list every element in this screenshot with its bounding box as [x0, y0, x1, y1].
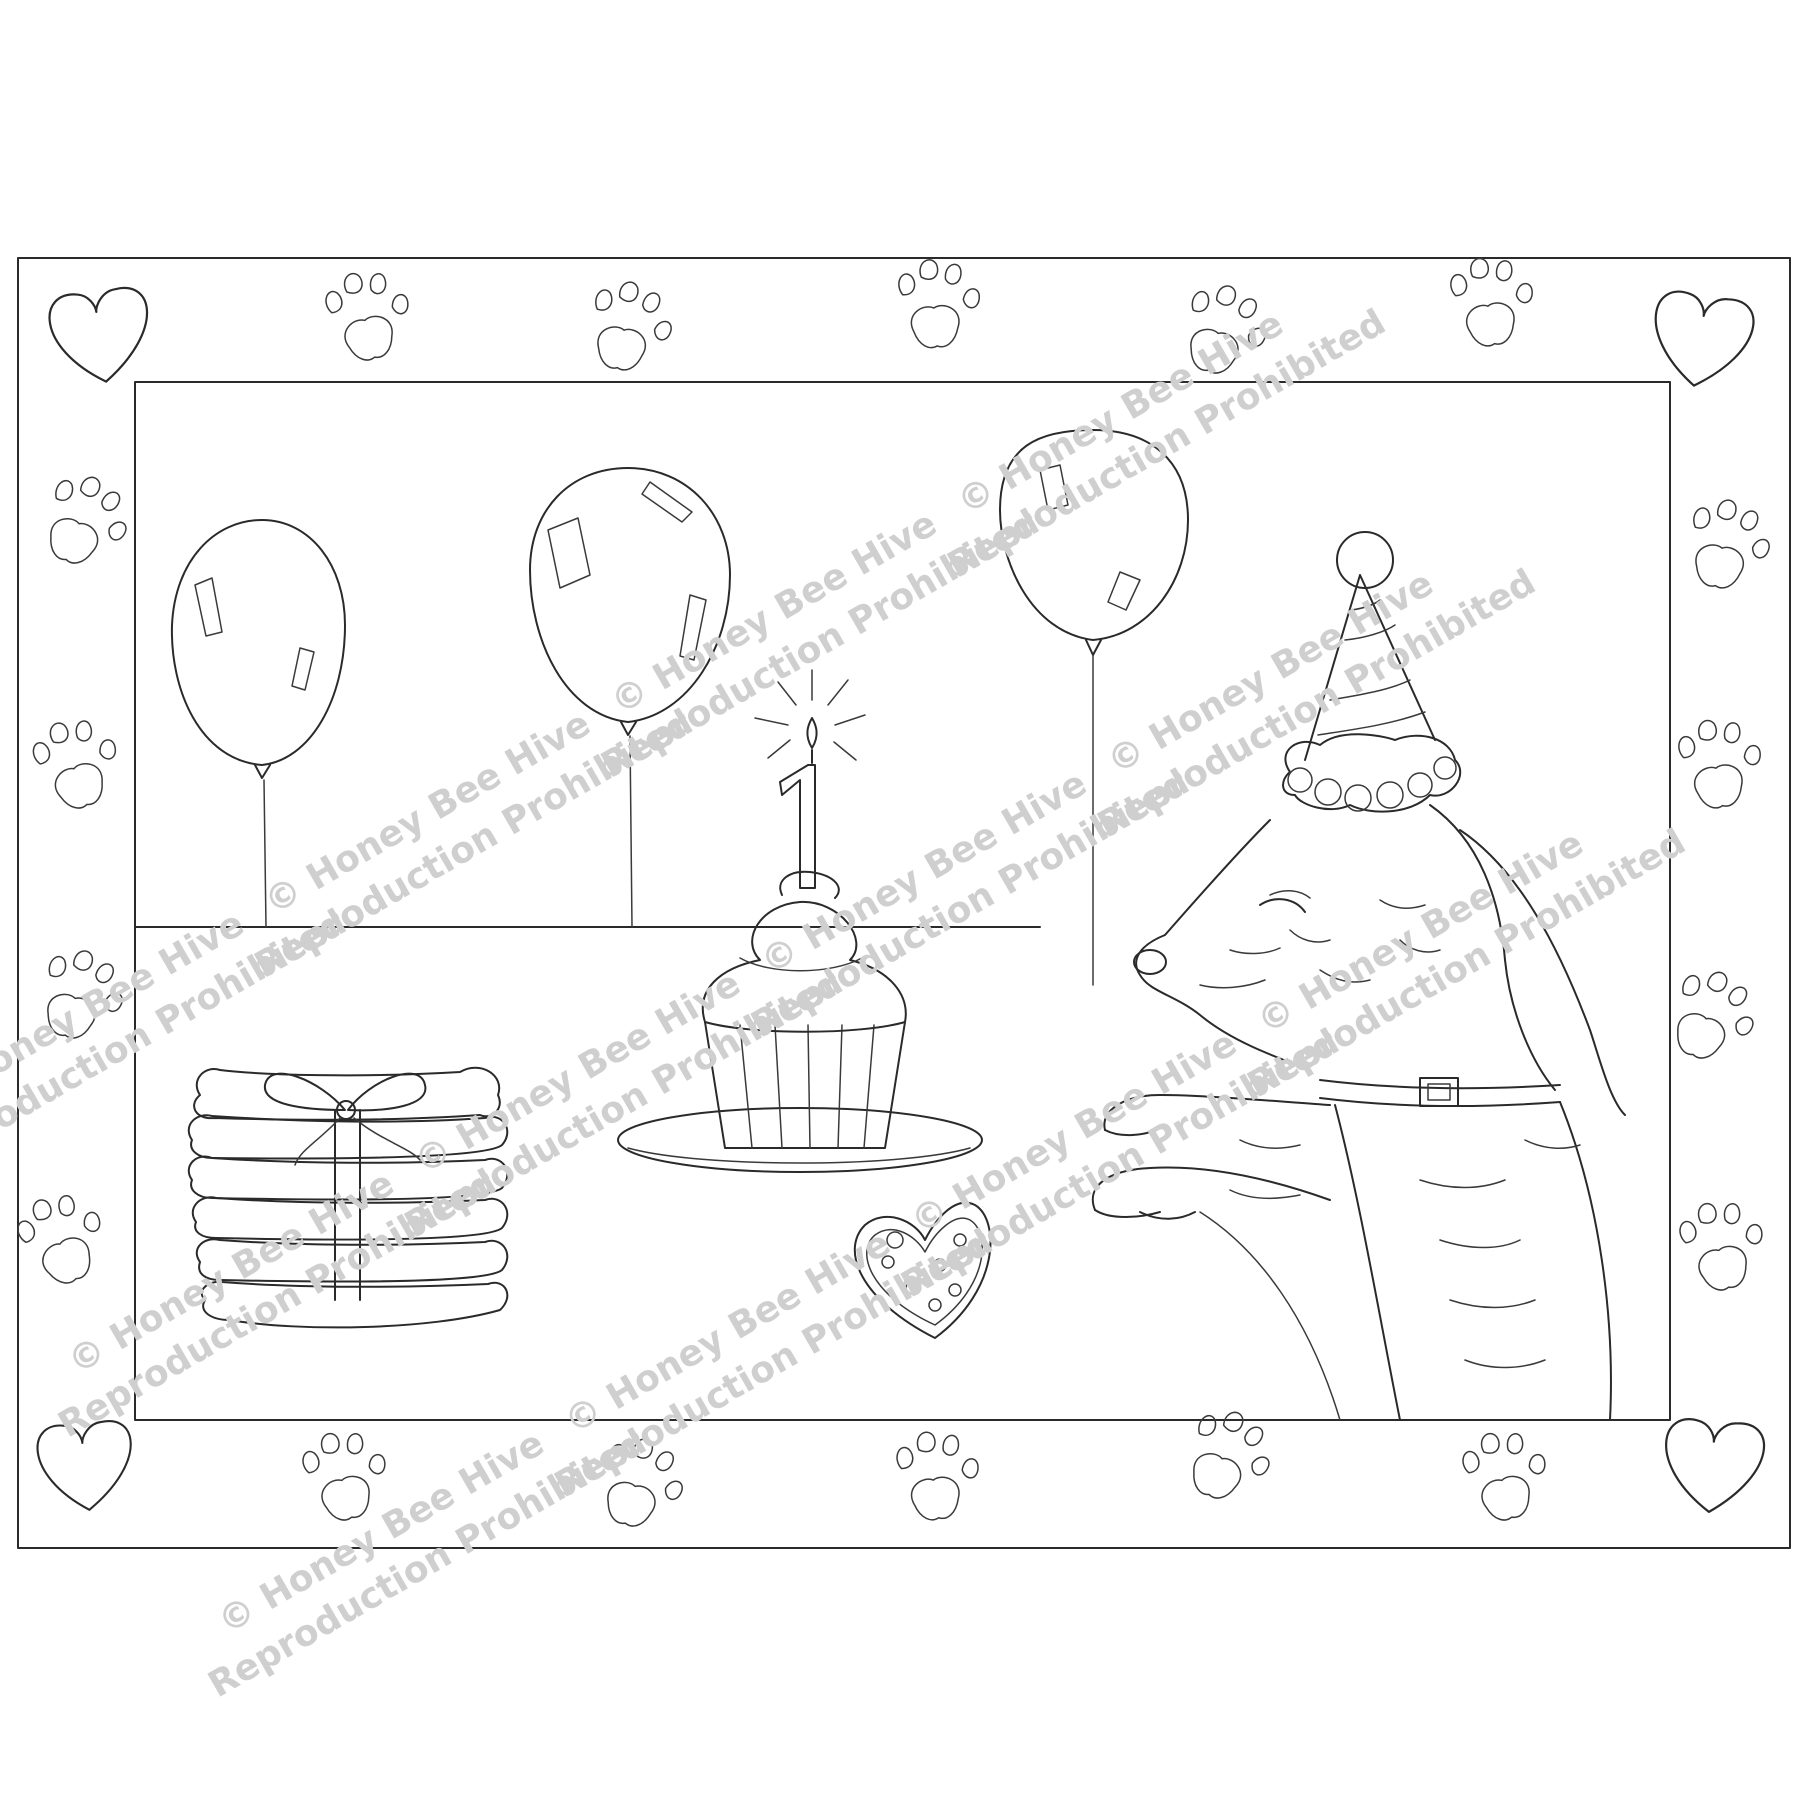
dog-icon: [1092, 531, 1626, 1421]
paw-print-icon: [584, 275, 679, 378]
paw-print-icon: [1674, 711, 1769, 814]
heart-icon-bottom-right: [1660, 1416, 1767, 1517]
balloon-icon-middle: [529, 467, 731, 928]
paw-print-icon: [25, 706, 132, 818]
paw-print-icon: [33, 466, 140, 578]
balloon-icon-right: [999, 429, 1189, 986]
outer-border: [17, 257, 1791, 1549]
balloon-icon-left: [170, 519, 346, 928]
watermark-line2: Reproduction Prohibited: [1241, 821, 1693, 1105]
paw-print-icon: [893, 1424, 986, 1525]
cupcake-icon: [617, 669, 983, 1173]
heart-icon-top-left: [45, 283, 158, 390]
watermark-line2: Reproduction Prohibited: [941, 302, 1393, 586]
paw-print-icon: [896, 254, 985, 351]
heart-cookie-icon: [853, 1201, 992, 1339]
paw-print-icon: [1660, 961, 1767, 1073]
heart-icon-top-right: [1645, 287, 1758, 394]
paw-print-icon: [1176, 1401, 1283, 1513]
gift-icon: [187, 1066, 509, 1329]
paw-print-icon: [1446, 249, 1541, 352]
paw-print-icon: [1456, 1420, 1558, 1528]
paw-print-icon: [319, 260, 421, 368]
paw-print-icon: [8, 1179, 120, 1295]
watermark-layer: © Honey Bee Hive Reproduction Prohibited…: [0, 302, 1693, 1706]
paw-print-icon: [1682, 493, 1777, 596]
inner-border: [134, 381, 1671, 1421]
paw-print-icon: [1673, 1190, 1775, 1298]
